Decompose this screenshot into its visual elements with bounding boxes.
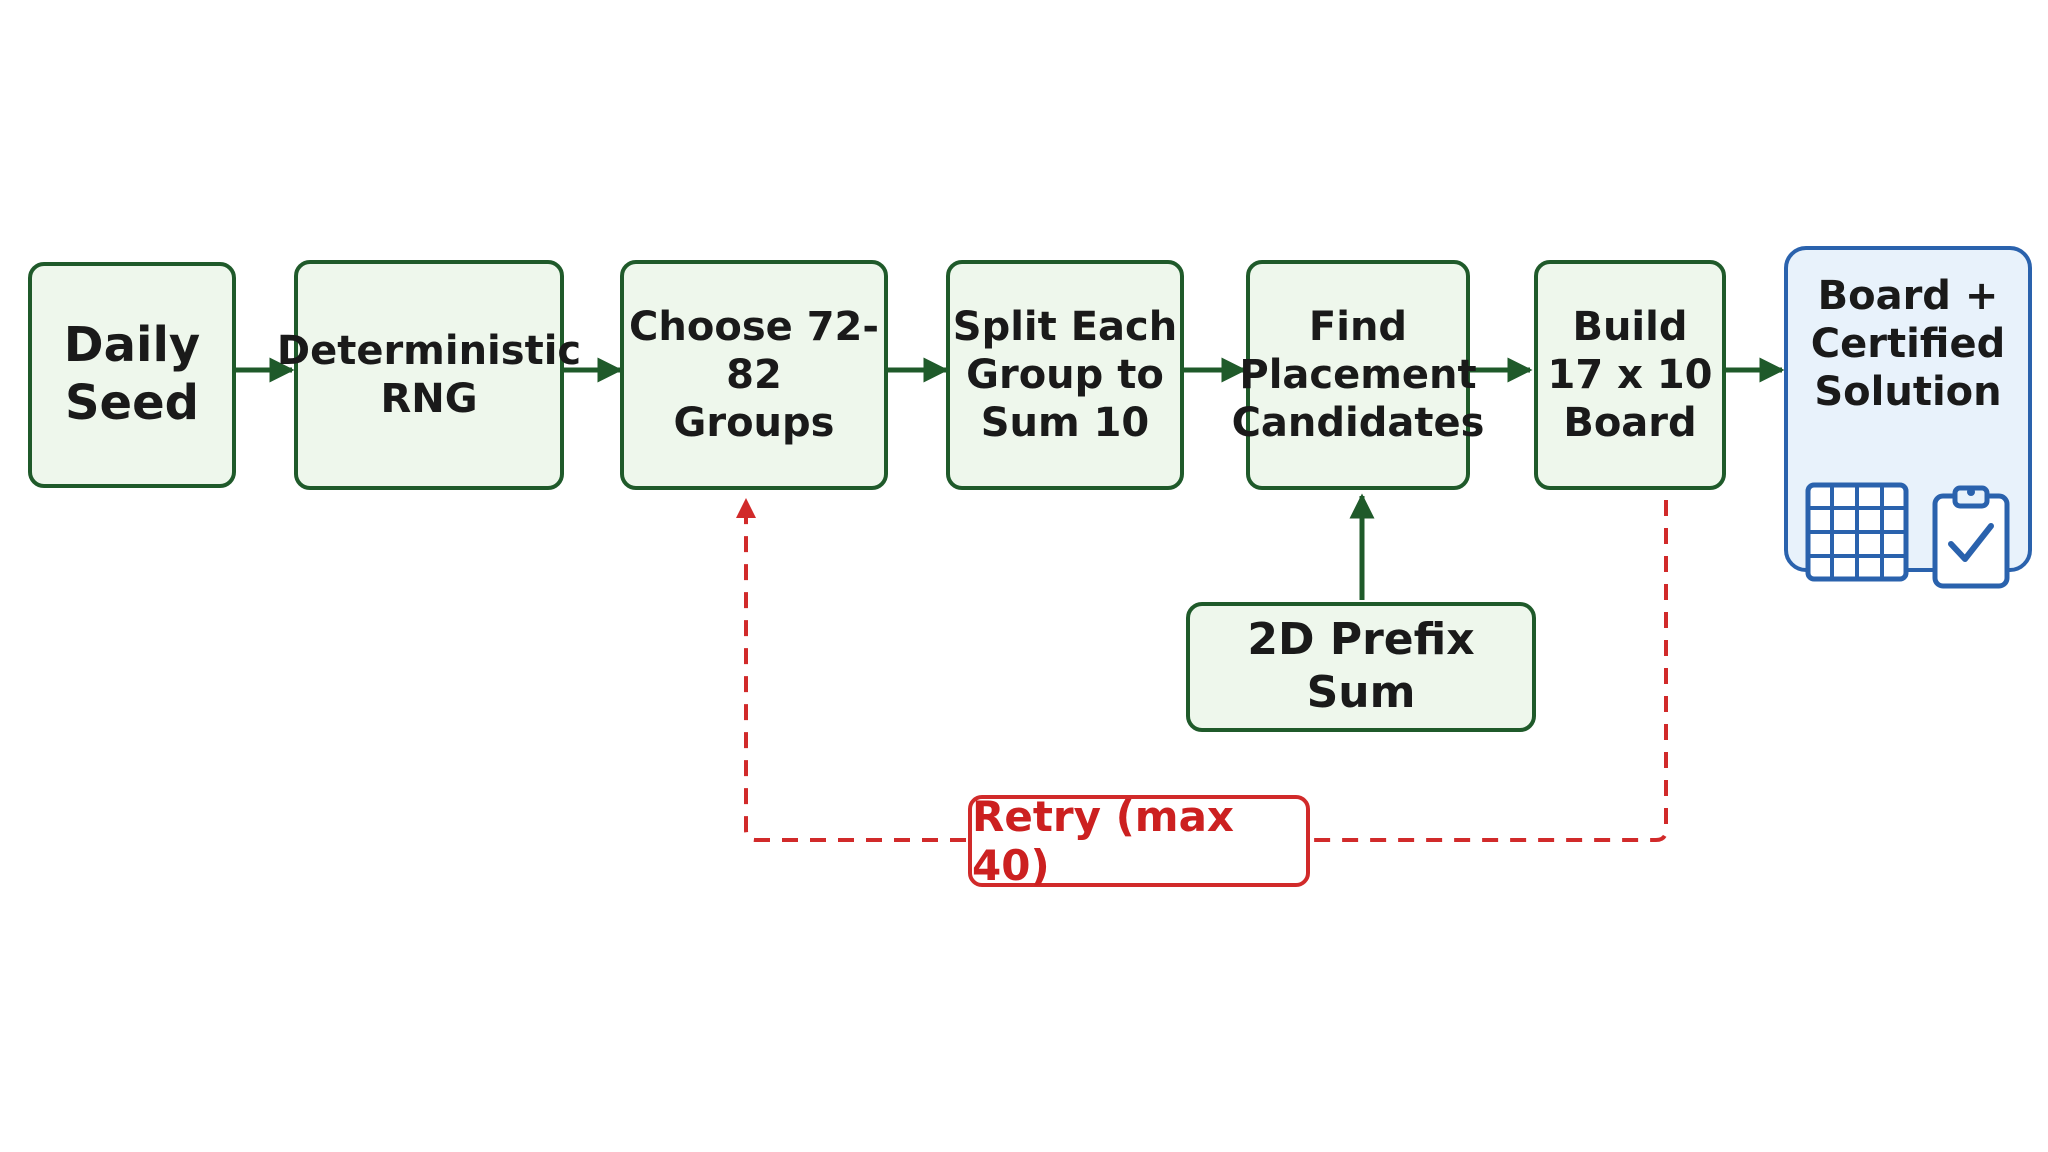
- node-daily-seed: Daily Seed: [28, 262, 236, 488]
- clipboard-check-icon: [1931, 434, 2011, 601]
- node-prefix-sum: 2D Prefix Sum: [1186, 602, 1536, 732]
- node-output: Board + Certified Solution: [1784, 246, 2032, 589]
- node-split-groups-label: Split Each Group to Sum 10: [952, 304, 1178, 446]
- node-deterministic-rng-label: Deterministic RNG: [276, 328, 582, 422]
- output-icons: [1805, 434, 2011, 601]
- node-build-board: Build 17 x 10 Board: [1534, 260, 1726, 490]
- node-prefix-sum-label: 2D Prefix Sum: [1247, 614, 1475, 718]
- retry-label: Retry (max 40): [972, 792, 1235, 890]
- retry-loop-right: [1310, 500, 1668, 842]
- retry-loop-left: [736, 498, 966, 842]
- node-daily-seed-label: Daily Seed: [63, 317, 201, 431]
- grid-icon: [1805, 434, 1909, 601]
- node-find-candidates: Find Placement Candidates: [1232, 260, 1484, 490]
- node-output-label: Board + Certified Solution: [1810, 273, 2006, 415]
- node-deterministic-rng: Deterministic RNG: [277, 260, 581, 490]
- retry-badge: Retry (max 40): [968, 792, 1310, 890]
- node-split-groups: Split Each Group to Sum 10: [946, 260, 1184, 490]
- node-choose-groups-label: Choose 72-82 Groups: [629, 304, 879, 446]
- node-find-candidates-label: Find Placement Candidates: [1231, 304, 1485, 446]
- node-build-board-label: Build 17 x 10 Board: [1547, 304, 1713, 446]
- node-choose-groups: Choose 72-82 Groups: [620, 260, 888, 490]
